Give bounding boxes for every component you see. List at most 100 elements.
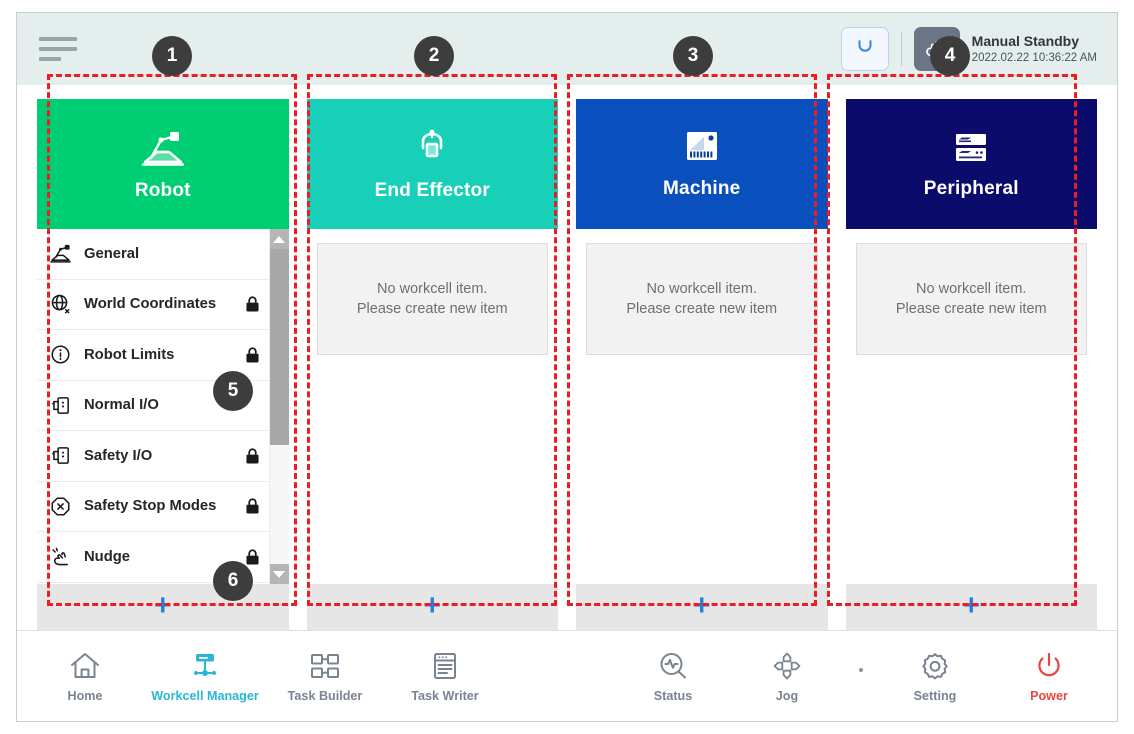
menu-item-normal-io[interactable]: Normal I/O: [37, 381, 269, 431]
badge-number: 1: [166, 45, 178, 66]
workcell-card-machine: Machine No workcell item. Please create …: [576, 99, 828, 630]
nav-item-task-writer[interactable]: Task Writer: [403, 650, 487, 703]
nav-label: Power: [1030, 688, 1068, 703]
bottom-nav-right-group: Status Jog: [631, 650, 1091, 703]
hamburger-line: [39, 47, 77, 51]
robot-arm-icon: [47, 243, 73, 264]
nav-item-workcell-manager[interactable]: Workcell Manager: [151, 650, 259, 703]
io-port-icon: [47, 394, 73, 417]
badge-number: 4: [944, 45, 956, 66]
menu-item-label: Normal I/O: [84, 397, 159, 414]
menu-item-label: Robot Limits: [84, 346, 175, 363]
status-search-icon: [656, 650, 690, 682]
nav-item-power[interactable]: Power: [1007, 650, 1091, 703]
menu-item-safety-stop-modes[interactable]: Safety Stop Modes: [37, 482, 269, 532]
plus-icon: +: [692, 588, 711, 622]
badge-number: 6: [227, 570, 239, 591]
menu-item-label: Nudge: [84, 548, 131, 565]
card-body-peripheral: No workcell item. Please create new item: [845, 229, 1097, 584]
header-right-group: Manual Standby 2022.02.22 10:36:22 AM: [840, 27, 1103, 71]
badge-number: 3: [687, 45, 699, 66]
workcell-card-end-effector: End Effector No workcell item. Please cr…: [306, 99, 558, 630]
nav-item-status[interactable]: Status: [631, 650, 715, 703]
add-end-effector-item-button[interactable]: +: [306, 584, 558, 630]
annotation-badge-2: 2: [414, 36, 454, 76]
nav-label: Status: [653, 688, 693, 703]
scroll-down-button[interactable]: [269, 564, 289, 584]
card-body-machine: No workcell item. Please create new item: [576, 229, 828, 584]
empty-line-2: Please create new item: [356, 301, 508, 317]
bottom-nav-left-group: Home Workcell Mana: [43, 650, 487, 703]
robot-menu-scrollbar[interactable]: [268, 229, 289, 584]
header-divider: [900, 32, 902, 66]
workcell-card-robot: Robot: [37, 99, 289, 630]
empty-line-2: Please create new item: [626, 301, 778, 317]
scrollbar-track[interactable]: [269, 249, 289, 564]
io-port-icon: [47, 444, 73, 467]
card-title: End Effector: [374, 180, 490, 201]
menu-item-label: World Coordinates: [84, 296, 217, 313]
home-icon: [68, 650, 102, 682]
nav-label: Workcell Manager: [151, 688, 259, 703]
nav-label: Setting: [913, 688, 957, 703]
nav-label: Home: [67, 688, 103, 703]
menu-item-safety-io[interactable]: Safety I/O: [37, 431, 269, 482]
scrollbar-thumb[interactable]: [269, 249, 289, 445]
mode-timestamp: 2022.02.22 10:36:22 AM: [971, 51, 1097, 64]
nav-item-setting[interactable]: Setting: [893, 650, 977, 703]
globe-axis-icon: [47, 293, 73, 316]
lock-icon: [244, 295, 261, 313]
menu-item-general[interactable]: General: [37, 229, 269, 280]
jog-dpad-icon: [770, 650, 804, 682]
stop-octagon-icon: [47, 495, 73, 518]
scroll-up-button[interactable]: [269, 229, 289, 249]
add-machine-item-button[interactable]: +: [576, 584, 828, 630]
workcell-icon: [188, 650, 222, 682]
lock-icon: [244, 447, 261, 465]
add-robot-item-button[interactable]: +: [37, 584, 289, 630]
limits-circle-icon: [47, 343, 73, 366]
card-header-robot[interactable]: Robot: [37, 99, 289, 229]
annotation-badge-5: 5: [213, 371, 253, 411]
menu-item-label: Safety I/O: [84, 447, 153, 464]
empty-state-peripheral: No workcell item. Please create new item: [855, 243, 1087, 355]
hamburger-icon[interactable]: [39, 37, 81, 61]
server-rack-icon: [948, 128, 994, 168]
annotation-badge-1: 1: [152, 36, 192, 76]
bottom-navigation-bar: Home Workcell Mana: [17, 630, 1117, 721]
card-header-machine[interactable]: Machine: [576, 99, 828, 229]
plus-icon: +: [423, 588, 442, 622]
reset-pose-button[interactable]: [840, 27, 889, 71]
annotation-badge-6: 6: [213, 561, 253, 601]
menu-item-world-coordinates[interactable]: World Coordinates: [37, 280, 269, 330]
card-body-robot: General: [37, 229, 289, 584]
nav-label: Task Writer: [411, 688, 479, 703]
nav-item-task-builder[interactable]: Task Builder: [283, 650, 367, 703]
nudge-hand-icon: [47, 545, 73, 568]
power-icon: [1032, 650, 1066, 682]
menu-item-robot-limits[interactable]: Robot Limits: [37, 330, 269, 381]
add-peripheral-item-button[interactable]: +: [845, 584, 1097, 630]
gear-icon: [918, 650, 952, 682]
machine-panel-icon: [680, 128, 724, 168]
badge-number: 5: [227, 380, 239, 401]
lock-icon: [244, 497, 261, 515]
card-header-peripheral[interactable]: Peripheral: [845, 99, 1097, 229]
empty-state-end-effector: No workcell item. Please create new item: [316, 243, 548, 355]
card-header-end-effector[interactable]: End Effector: [306, 99, 558, 229]
card-title: Peripheral: [923, 178, 1019, 199]
task-builder-icon: [308, 650, 342, 682]
menu-item-nudge[interactable]: Nudge: [37, 532, 269, 583]
task-writer-icon: [428, 650, 462, 682]
nav-item-jog[interactable]: Jog: [745, 650, 829, 703]
nav-item-home[interactable]: Home: [43, 650, 127, 703]
empty-line-1: No workcell item.: [377, 281, 488, 297]
hamburger-line: [39, 57, 61, 61]
robot-mode-status: Manual Standby 2022.02.22 10:36:22 AM: [972, 33, 1103, 65]
robot-settings-menu: General: [37, 229, 289, 584]
empty-line-2: Please create new item: [895, 301, 1047, 317]
card-body-end-effector: No workcell item. Please create new item: [306, 229, 558, 584]
nav-label: Jog: [775, 688, 799, 703]
card-title: Machine: [663, 178, 741, 199]
